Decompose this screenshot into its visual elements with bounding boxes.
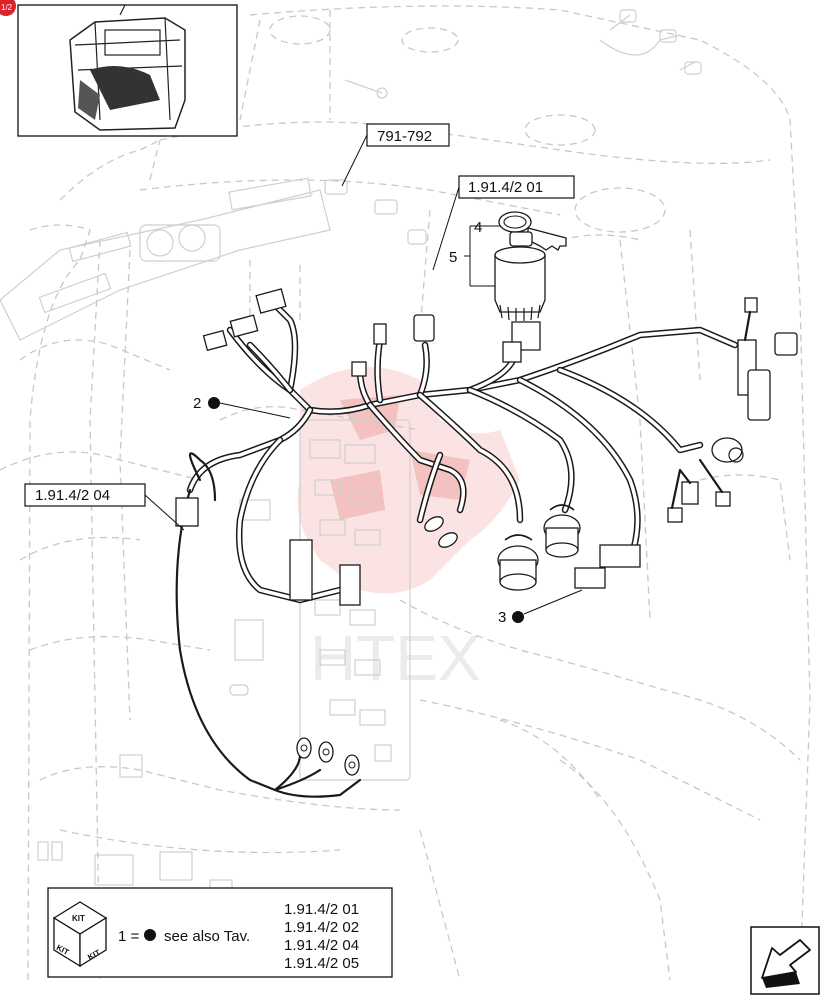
callout-2: 2 [193,395,291,419]
cab-thumbnail [17,4,238,137]
watermark-text: HTEX [310,622,481,694]
callout-1-91-4-2-04-text: 1.91.4/2 04 [35,487,110,504]
legend-ref-2: 1.91.4/2 02 [284,919,359,936]
page-badge: 1/2 [0,0,16,16]
watermark: HTEX [297,367,520,694]
kit-box-icon: KIT KIT KIT [52,901,108,968]
callout-5-text: 5 [449,249,457,266]
callout-3: 3 [498,589,583,626]
legend-ref-4: 1.91.4/2 05 [284,955,359,972]
loose-parts-ghost [37,684,249,901]
ring-terminals [296,516,458,776]
callout-791-792-text: 791-792 [377,128,432,145]
legend-see-also: see also Tav. [164,928,250,945]
harness-connectors [175,288,798,606]
callout-2-text: 2 [193,395,201,412]
legend-equation: 1 = [118,928,140,945]
kit-top-text: KIT [72,914,85,923]
round-connectors [497,504,581,591]
callout-1-91-4-2-04: 1.91.4/2 04 [24,483,185,531]
callout-4-5: 4 5 [449,219,500,287]
callout-4-text: 4 [474,219,482,236]
next-page-arrow-icon[interactable] [750,926,820,995]
ignition-switch [494,211,567,351]
main-harness [175,301,739,798]
legend-ref-1: 1.91.4/2 01 [284,901,359,918]
kit-legend: KIT KIT KIT 1 = see also Tav. 1.91.4/2 0… [47,887,393,978]
callout-791-792: 791-792 [341,123,450,187]
legend-dot [144,929,156,941]
callout-1-91-4-2-01-text: 1.91.4/2 01 [468,179,543,196]
callout-1-91-4-2-01: 1.91.4/2 01 [432,175,575,271]
legend-ref-3: 1.91.4/2 04 [284,937,359,954]
top-connectors [324,9,702,245]
callout-3-text: 3 [498,609,506,626]
dashboard-ghost [0,177,331,341]
cab-ghost-outline [0,5,811,981]
page-badge-text: 1/2 [1,3,13,12]
